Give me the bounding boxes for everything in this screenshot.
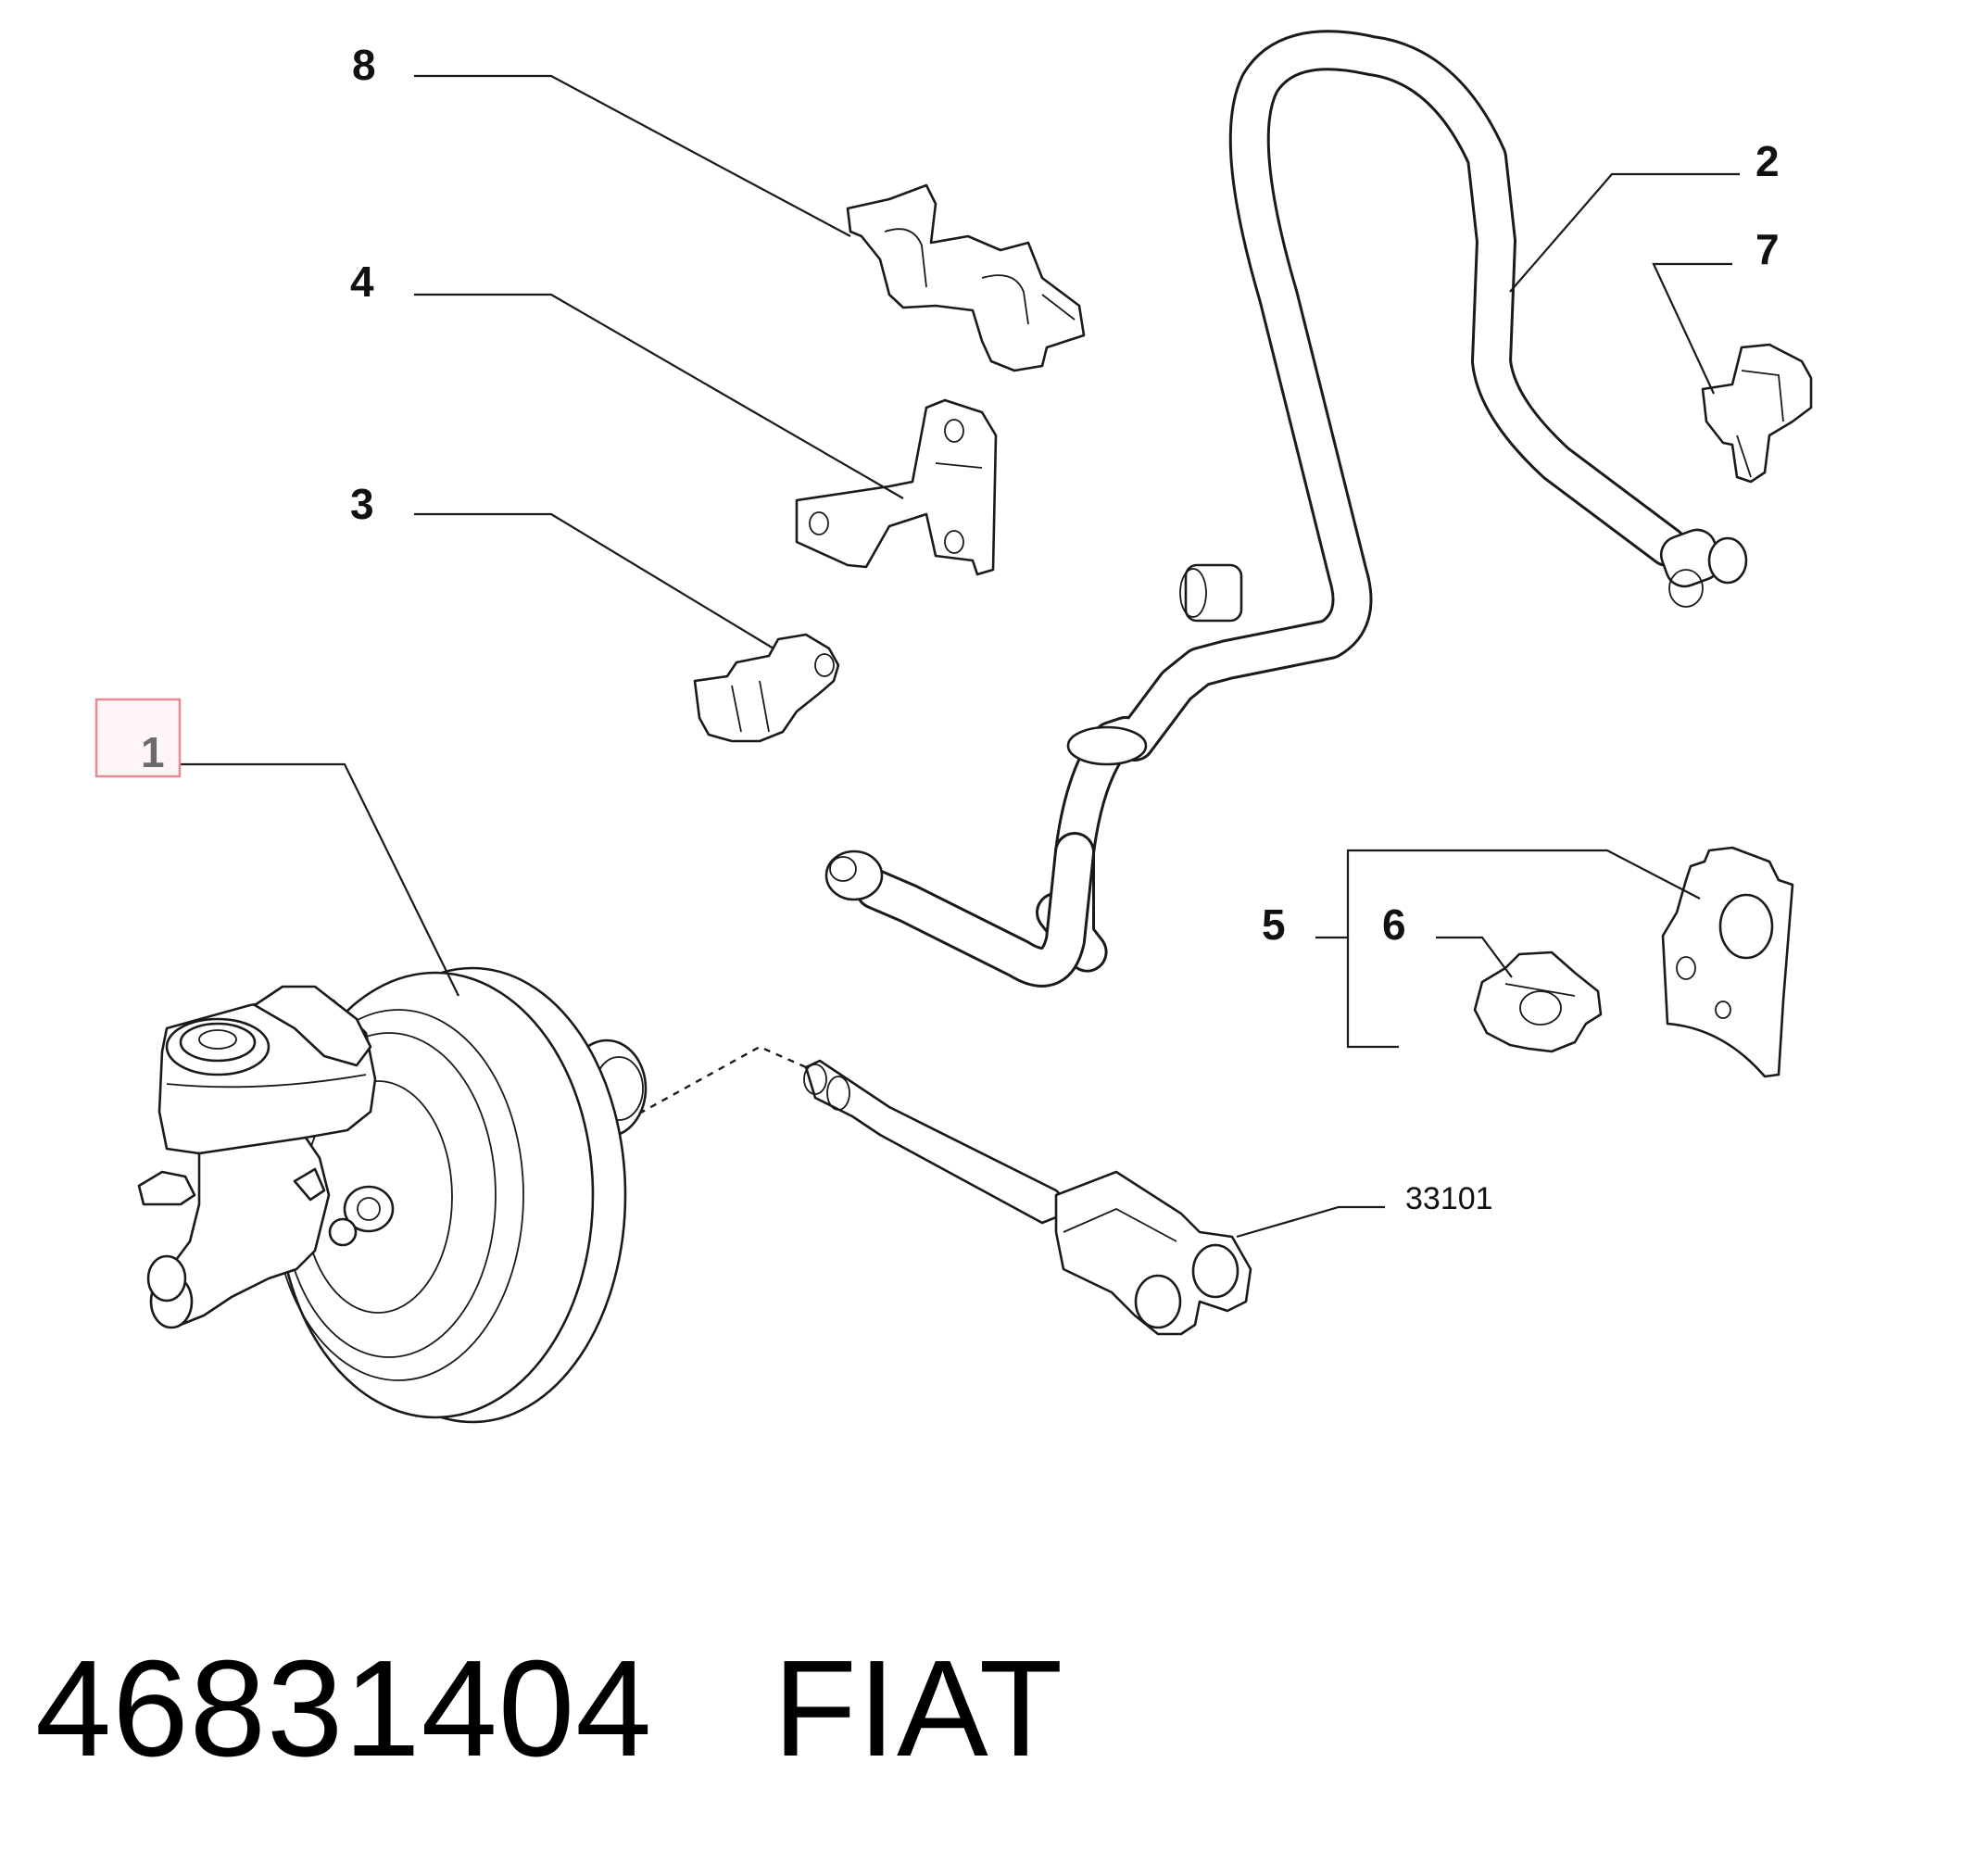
part-8-pipe-clip	[846, 183, 1086, 372]
leader-2	[1509, 172, 1740, 293]
callout-33101: 33101	[1405, 1181, 1493, 1216]
part-4-bracket	[795, 398, 998, 576]
part-7-clip	[1701, 343, 1813, 484]
leader-8	[414, 74, 851, 237]
leader-5b	[1346, 849, 1701, 938]
callout-5: 5	[1262, 900, 1286, 949]
callout-8: 8	[352, 41, 376, 89]
callout-1-highlight	[94, 698, 182, 778]
brand-name: FIAT	[773, 1632, 1064, 1785]
leader-33101	[1236, 1205, 1385, 1239]
leader-5a	[1315, 936, 1399, 1049]
caption: 46831404 FIAT	[35, 1630, 1063, 1788]
callout-4: 4	[350, 258, 374, 306]
part-5-bracket	[1661, 846, 1794, 1078]
part-3-clip	[693, 633, 840, 743]
leader-7	[1652, 262, 1732, 395]
part-6-clip	[1473, 950, 1603, 1053]
leader-6	[1436, 936, 1513, 978]
callout-3: 3	[350, 480, 374, 528]
callout-2: 2	[1755, 137, 1780, 185]
brake-booster-exploded-diagram: 1 2 3 4 5 6 7 8 33101	[94, 30, 1813, 1424]
callout-1: 1	[141, 728, 165, 776]
leader-1	[181, 762, 459, 997]
part-2-brake-pipe	[824, 30, 1748, 988]
leader-3	[414, 512, 774, 649]
ref-33101-push-rod-clevis	[803, 1059, 1252, 1336]
callout-6: 6	[1382, 900, 1406, 949]
part-1-brake-booster	[137, 966, 648, 1424]
callout-7: 7	[1755, 225, 1780, 273]
assembly-dashed-line	[638, 1045, 807, 1115]
leader-4	[414, 293, 904, 499]
part-number: 46831404	[35, 1632, 653, 1785]
